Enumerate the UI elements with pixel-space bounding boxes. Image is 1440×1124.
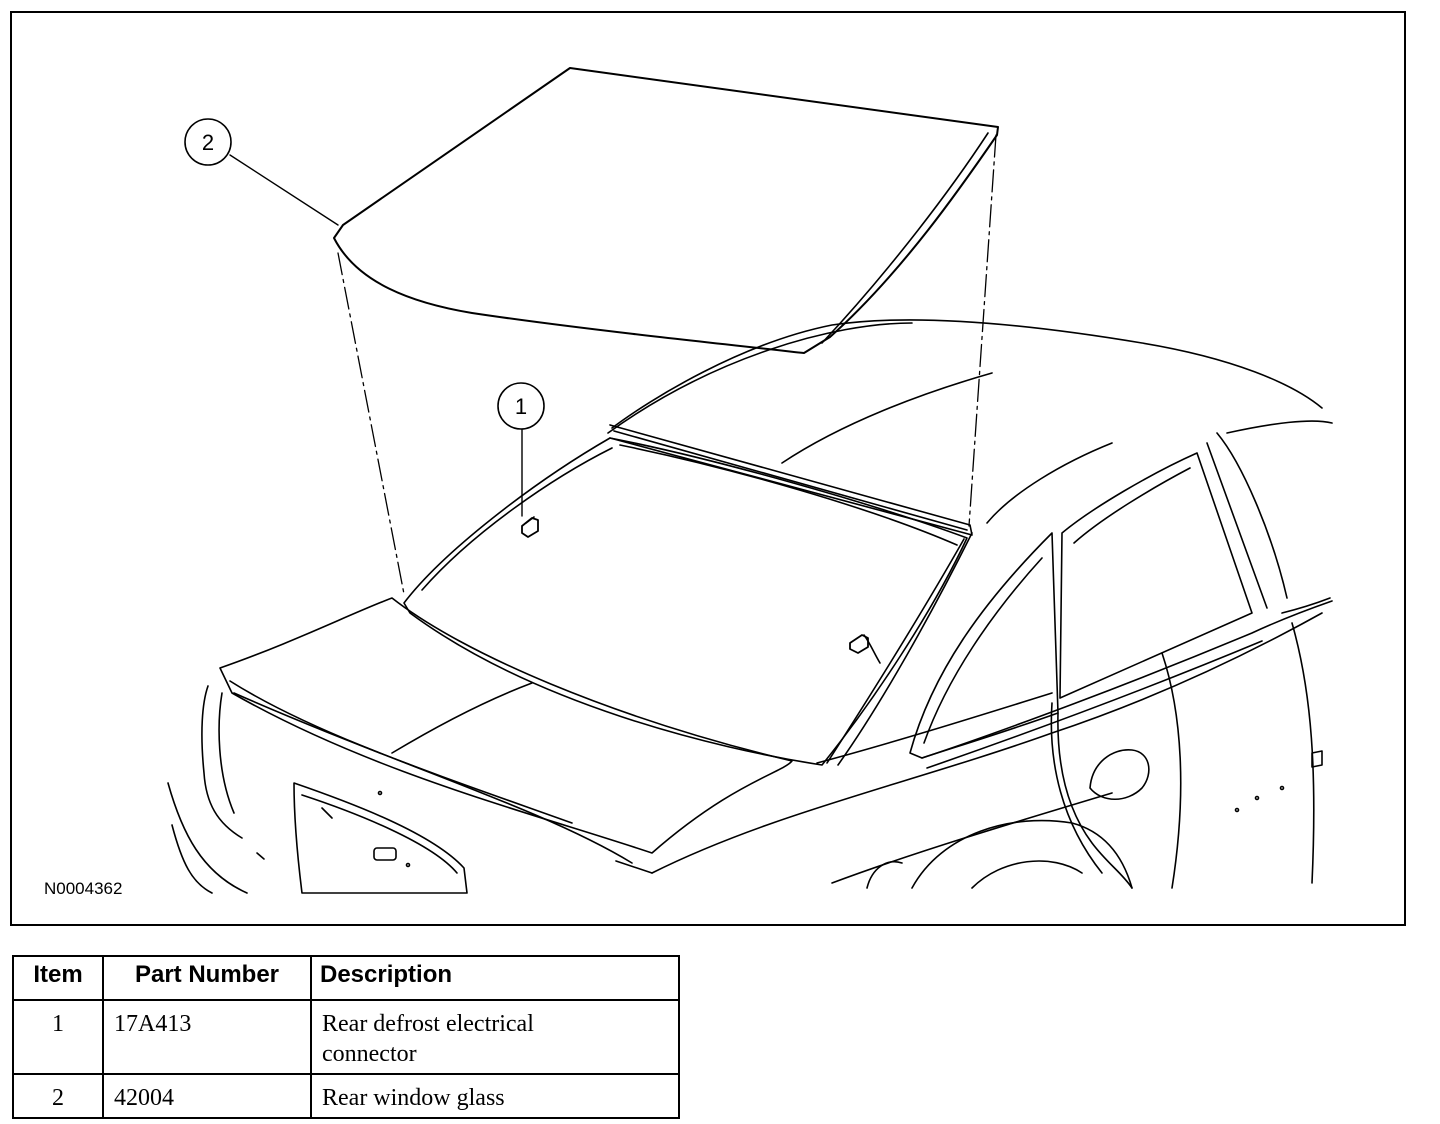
figure-id-label: N0004362 (44, 879, 123, 898)
table-row: 1 17A413 Rear defrost electrical connect… (12, 999, 680, 1075)
projection-lines (337, 134, 997, 595)
vehicle-body (167, 319, 1333, 894)
part-number-cell: 17A413 (102, 999, 312, 1075)
column-header-part-number: Part Number (102, 955, 312, 1001)
exploded-view-drawing: 2 1 (167, 67, 1333, 894)
description-cell: Rear defrost electrical connector (310, 999, 680, 1075)
column-header-description: Description (310, 955, 680, 1001)
item-cell: 2 (12, 1073, 104, 1119)
callout-1-number: 1 (515, 394, 527, 419)
parts-table-header-row: Item Part Number Description (12, 955, 680, 1001)
item-cell: 1 (12, 999, 104, 1075)
column-header-item: Item (12, 955, 104, 1001)
callout-2-number: 2 (202, 130, 214, 155)
parts-table: Item Part Number Description 1 17A413 Re… (12, 955, 680, 1119)
callout-2: 2 (184, 118, 339, 226)
table-row: 2 42004 Rear window glass (12, 1073, 680, 1119)
part-number-cell: 42004 (102, 1073, 312, 1119)
rear-window-glass-shape (333, 67, 999, 354)
description-cell: Rear window glass (310, 1073, 680, 1119)
callout-1: 1 (497, 382, 545, 517)
rear-defrost-connector (521, 516, 881, 664)
diagram-figure: 2 1 N0004362 (10, 11, 1406, 926)
